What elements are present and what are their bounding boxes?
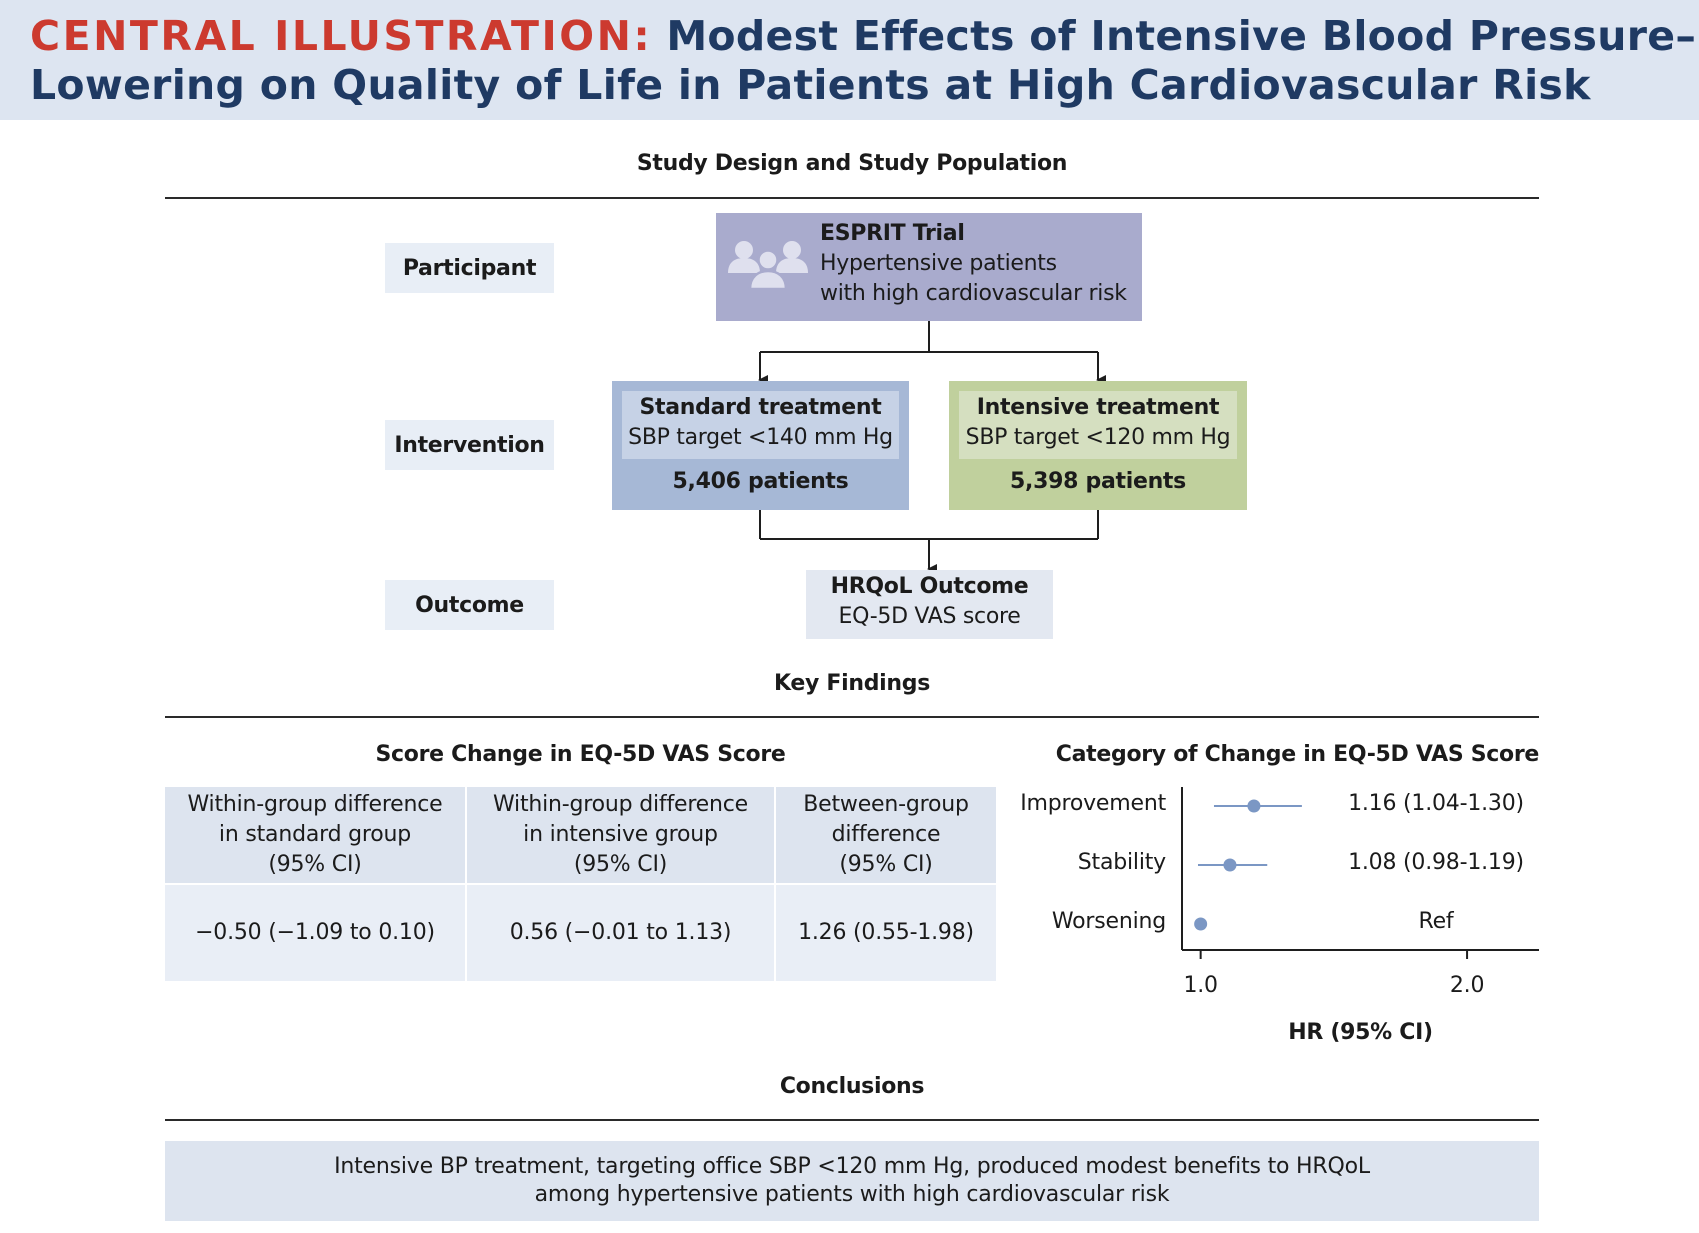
participant-box: ESPRIT Trial Hypertensive patients with … [716,213,1142,321]
score-change-title: Score Change in EQ-5D VAS Score [375,742,786,767]
score-header-line: in standard group [218,822,412,847]
intensive-treatment-box: Intensive treatment SBP target <120 mm H… [949,381,1247,510]
intensive-treatment-patients: 5,398 patients [1010,469,1186,494]
forest-point [1194,917,1208,931]
score-header-line: Within-group difference [492,792,748,817]
forest-x-tick-label: 2.0 [1449,973,1485,998]
header-label: CENTRAL ILLUSTRATION: [30,12,653,60]
participant-box-line1: Hypertensive patients [820,251,1057,276]
row-label-intervention: Intervention [385,420,554,470]
category-change-title: Category of Change in EQ-5D VAS Score [1055,742,1540,767]
outcome-box-title: HRQoL Outcome [830,574,1029,599]
score-table-header-intensive: Within-group difference in intensive grou… [467,787,774,883]
participant-box-title: ESPRIT Trial [820,221,965,246]
people-group-icon [728,241,808,291]
section-rule-design [165,197,1539,199]
row-label-participant: Participant [385,243,554,293]
score-header-line: Within-group difference [187,792,443,817]
score-header-line: in intensive group [523,822,718,847]
section-rule-findings [165,716,1539,718]
conclusion-line1: Intensive BP treatment, targeting office… [334,1154,1370,1179]
intensive-treatment-header: Intensive treatment SBP target <120 mm H… [959,391,1237,459]
score-header-line: (95% CI) [573,852,668,877]
intensive-treatment-target: SBP target <120 mm Hg [965,425,1231,450]
score-header-line: (95% CI) [268,852,362,877]
forest-row-value: Ref [1418,909,1454,934]
score-header-line: (95% CI) [839,852,933,877]
outcome-box: HRQoL Outcome EQ-5D VAS score [806,570,1053,639]
section-title-findings: Key Findings [773,671,930,696]
forest-x-label: HR (95% CI) [1288,1020,1433,1045]
header-title-part1: Modest Effects of Intensive Blood Pressu… [666,12,1697,60]
forest-row-label: Improvement [1020,791,1166,816]
score-table-value-between: 1.26 (0.55-1.98) [776,885,996,981]
forest-point [1223,858,1237,872]
score-header-line: Between-group [803,792,969,817]
conclusion-box: Intensive BP treatment, targeting office… [165,1141,1539,1221]
standard-treatment-target: SBP target <140 mm Hg [628,425,893,450]
standard-treatment-title: Standard treatment [639,395,882,420]
standard-treatment-box: Standard treatment SBP target <140 mm Hg… [612,381,909,510]
forest-row-label: Worsening [1051,909,1166,934]
forest-row-label: Stability [1077,850,1166,875]
score-table-header-standard: Within-group difference in standard group… [165,787,465,883]
header-banner: CENTRAL ILLUSTRATION: Modest Effects of I… [0,0,1699,120]
header-title-line1: CENTRAL ILLUSTRATION: Modest Effects of I… [30,12,1696,60]
score-table-value-standard: −0.50 (−1.09 to 0.10) [165,885,465,981]
intensive-treatment-title: Intensive treatment [976,395,1220,420]
standard-treatment-patients: 5,406 patients [672,469,849,494]
score-table-value-intensive: 0.56 (−0.01 to 1.13) [467,885,774,981]
section-title-design: Study Design and Study Population [636,151,1068,176]
section-title-conclusions: Conclusions [779,1074,925,1099]
header-title-line2: Lowering on Quality of Life in Patients … [30,61,1591,109]
score-header-line: difference [831,822,941,847]
section-rule-conclusions [165,1119,1539,1121]
outcome-box-measure: EQ-5D VAS score [838,604,1021,629]
forest-x-tick-label: 1.0 [1183,973,1218,998]
participant-box-line2: with high cardiovascular risk [820,281,1127,306]
forest-row-value: 1.16 (1.04-1.30) [1348,791,1524,816]
row-label-outcome: Outcome [385,580,554,630]
score-table-header-between: Between-group difference (95% CI) [776,787,996,883]
forest-point [1247,799,1261,813]
forest-row-value: 1.08 (0.98-1.19) [1348,850,1524,875]
standard-treatment-header: Standard treatment SBP target <140 mm Hg [622,391,899,459]
conclusion-line2: among hypertensive patients with high ca… [534,1182,1170,1207]
